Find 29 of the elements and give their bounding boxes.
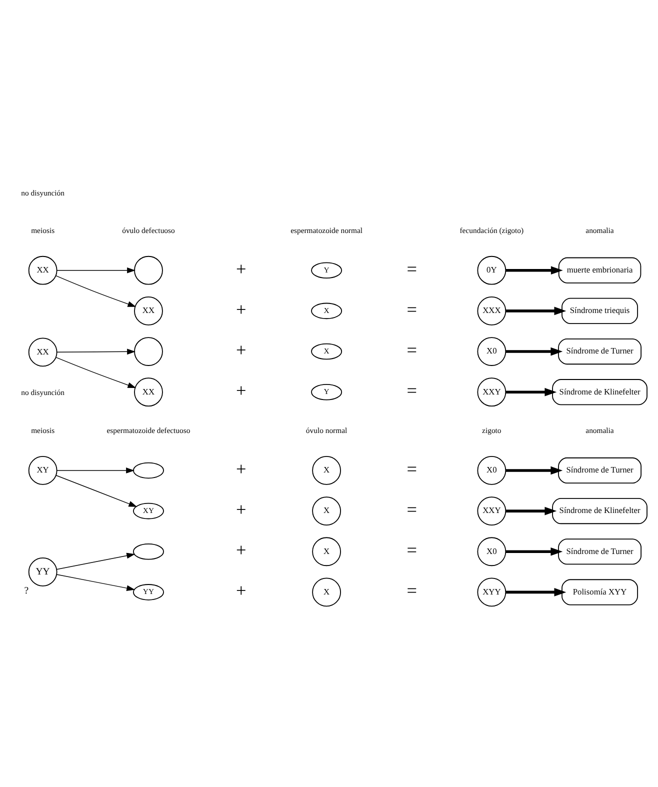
label: =: [406, 340, 418, 360]
label: no disyunción: [21, 188, 65, 198]
label: =: [406, 540, 418, 560]
label: =: [406, 580, 418, 601]
label: =: [406, 499, 418, 520]
label: no disyunción: [21, 388, 65, 397]
label: +: [236, 299, 246, 320]
label: meiosis: [31, 226, 55, 236]
label: óvulo normal: [306, 426, 348, 436]
label: =: [406, 458, 418, 479]
label: fecundación (zigoto): [460, 226, 524, 236]
label: =: [406, 380, 418, 401]
label: =: [406, 299, 418, 320]
label: +: [236, 458, 246, 479]
label: +: [236, 499, 246, 520]
label: +: [236, 580, 246, 601]
label: espermatozoide normal: [290, 226, 363, 236]
label: anomalia: [586, 226, 614, 236]
label: anomalia: [586, 426, 614, 436]
label: +: [236, 380, 246, 401]
label: espermatozoide defectuoso: [106, 426, 190, 436]
label: zigoto: [482, 426, 502, 436]
label: meiosis: [31, 426, 55, 436]
label: +: [236, 340, 246, 360]
node-label: ?: [24, 586, 29, 597]
label: =: [406, 258, 418, 279]
label: +: [236, 540, 246, 560]
label: +: [236, 258, 246, 279]
label: óvulo defectuoso: [122, 226, 175, 236]
